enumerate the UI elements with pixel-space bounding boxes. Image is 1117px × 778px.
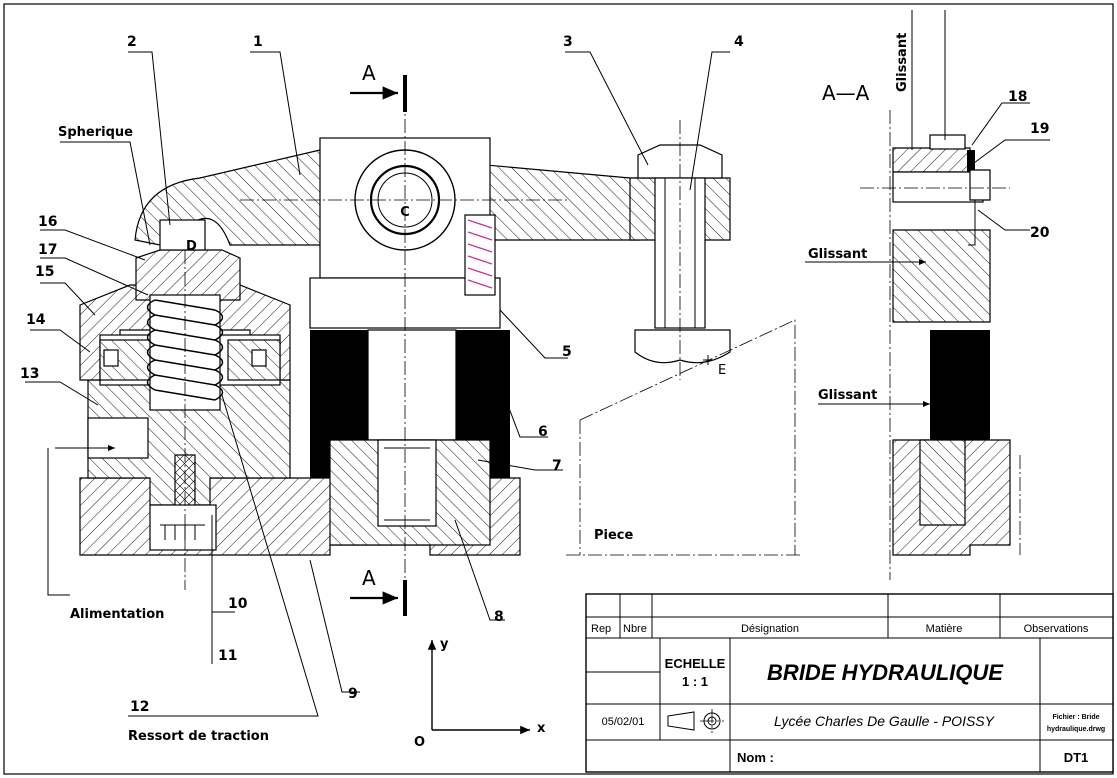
projection-symbol-icon	[667, 709, 724, 733]
part-number-15: 15	[35, 264, 54, 280]
part-number-7: 7	[552, 458, 562, 474]
leader-lines	[25, 51, 1050, 717]
axis-x-label: x	[537, 721, 546, 736]
sheet-frame	[3, 3, 1114, 775]
part-numbers: 1 2 3 4 5 6 7 8 9 10 11 12 13 14 15 16 1…	[20, 34, 1050, 715]
col-observations: Observations	[1024, 623, 1089, 635]
fichier-line-2: hydraulique.drwg	[1047, 726, 1105, 733]
part-number-19: 19	[1030, 121, 1049, 137]
nom-label: Nom :	[737, 750, 774, 765]
label-glissant-2: Glissant	[818, 388, 877, 403]
part-number-10: 10	[228, 596, 248, 612]
bolt-view	[566, 120, 800, 556]
label-glissant-1: Glissant	[808, 247, 867, 262]
label-glissant-3: Glissant	[895, 33, 910, 92]
section-markers	[350, 75, 407, 616]
section-view-title: A—A	[822, 81, 870, 105]
section-label-a-bottom: A	[362, 566, 376, 590]
label-spherique: Spherique	[58, 125, 133, 140]
part-number-3: 3	[563, 34, 573, 50]
part-number-14: 14	[26, 312, 46, 328]
label-piece: Piece	[594, 528, 634, 543]
col-matiere: Matière	[926, 623, 963, 635]
part-number-12: 12	[130, 699, 149, 715]
fichier-line-1: Fichier : Bride	[1052, 714, 1099, 721]
part-number-1: 1	[253, 34, 263, 50]
axis-origin-label: O	[414, 735, 425, 750]
axis-y-label: y	[440, 637, 449, 652]
coordinate-axes: y x O	[414, 637, 546, 750]
drawing-date: 05/02/01	[602, 716, 645, 728]
school-name: Lycée Charles De Gaulle - POISSY	[774, 713, 996, 729]
label-ressort: Ressort de traction	[128, 729, 269, 744]
part-number-2: 2	[127, 34, 137, 50]
part-number-20: 20	[1030, 225, 1050, 241]
part-number-17: 17	[38, 242, 57, 258]
part-number-13: 13	[20, 366, 39, 382]
part-number-8: 8	[494, 609, 504, 625]
title-block: Rep Nbre Désignation Matière Observation…	[585, 593, 1114, 773]
col-rep: Rep	[591, 623, 611, 635]
part-number-18: 18	[1008, 89, 1027, 105]
part-number-5: 5	[562, 344, 572, 360]
part-number-16: 16	[38, 214, 57, 230]
drawing-title: BRIDE HYDRAULIQUE	[767, 660, 1004, 685]
main-view	[79, 75, 641, 600]
part-number-9: 9	[348, 686, 358, 702]
piece-outline	[566, 319, 800, 556]
sheet-number: DT1	[1064, 750, 1089, 765]
col-designation: Désignation	[741, 623, 799, 635]
echelle-value: 1 : 1	[682, 674, 708, 689]
section-label-a-top: A	[362, 61, 376, 85]
part-number-6: 6	[538, 424, 548, 440]
part-number-4: 4	[734, 34, 744, 50]
point-c: C	[400, 205, 410, 220]
label-alimentation: Alimentation	[70, 607, 164, 622]
point-e: E	[718, 363, 726, 378]
section-view	[860, 10, 1021, 580]
part-number-11: 11	[218, 648, 237, 664]
annotation-labels: Spherique Alimentation Ressort de tracti…	[58, 33, 910, 744]
echelle-label: ECHELLE	[665, 656, 726, 671]
point-d: D	[186, 239, 197, 254]
col-nbre: Nbre	[623, 623, 647, 635]
